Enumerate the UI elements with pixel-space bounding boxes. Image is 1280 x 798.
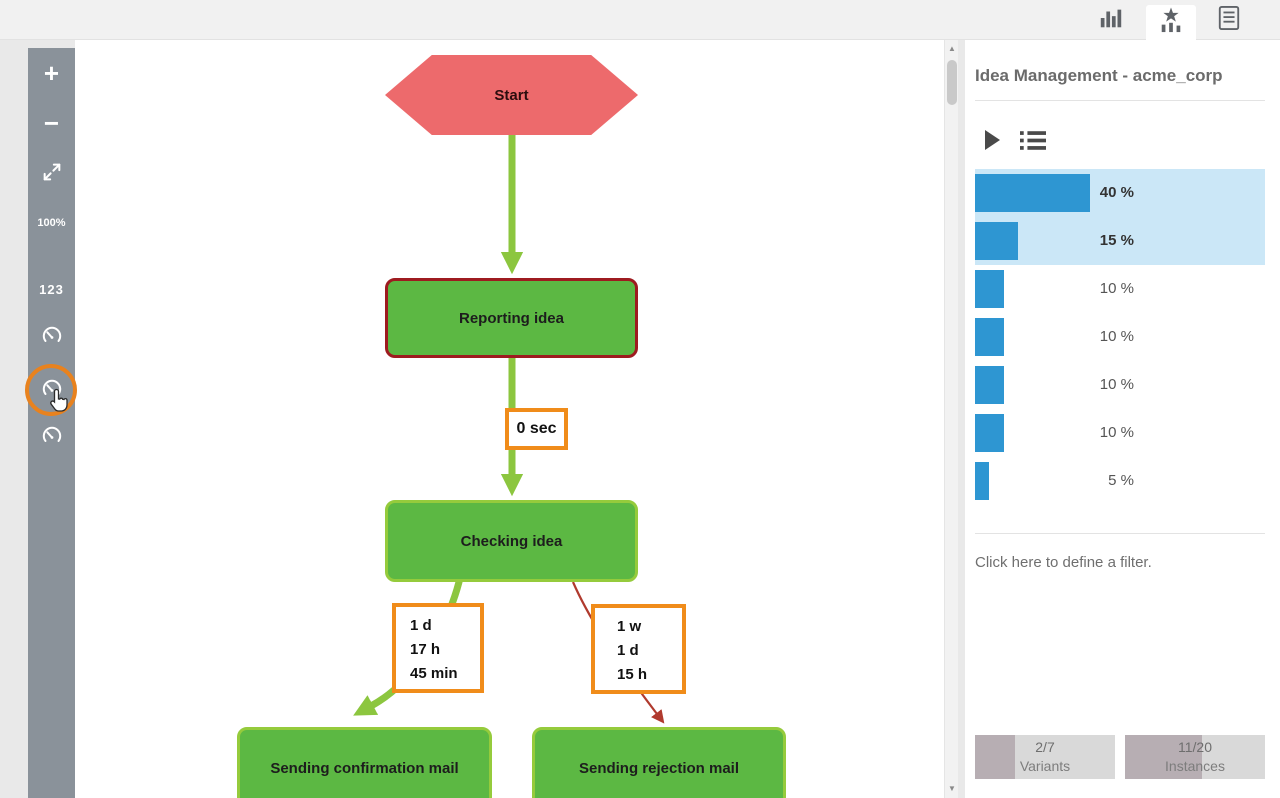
frequency-mode-button[interactable]: 123 — [28, 274, 75, 304]
variant-row[interactable]: 10 % — [975, 409, 1265, 457]
duration-text: 0 sec — [516, 420, 557, 437]
node-label: Checking idea — [460, 532, 563, 550]
top-bar — [0, 0, 1280, 40]
duration-text: 45 min — [410, 665, 458, 682]
variant-list-button[interactable] — [1020, 130, 1046, 154]
document-icon — [1217, 5, 1241, 36]
analysis-title: Idea Management - acme_corp — [975, 66, 1223, 85]
variant-bar[interactable] — [975, 318, 1004, 356]
variant-bar[interactable] — [975, 366, 1004, 404]
play-button[interactable] — [982, 128, 1002, 155]
chart-star-icon — [1158, 7, 1184, 38]
node-checking-idea[interactable]: Checking idea — [385, 500, 638, 582]
divider — [975, 533, 1265, 534]
divider — [975, 100, 1265, 101]
bar-chart-icon — [1098, 5, 1124, 36]
tab-process-explorer[interactable] — [1146, 5, 1196, 40]
variants-label: Variants — [1019, 758, 1071, 774]
duration-text: 17 h — [410, 641, 441, 658]
define-filter-link[interactable]: Click here to define a filter. — [975, 554, 1152, 571]
duration-text: 15 h — [617, 666, 648, 683]
variant-percentage: 10 % — [1099, 280, 1134, 297]
instances-counter-text: 11/20 Instances — [1125, 735, 1265, 779]
variant-row[interactable]: 40 % — [975, 169, 1265, 217]
variant-percentage: 15 % — [1099, 232, 1134, 249]
scroll-up-arrow[interactable]: ▲ — [948, 44, 956, 53]
gauge-icon — [40, 424, 64, 451]
variant-list: 40 % 15 % 10 % 10 % 10 % 10 % 5 % — [975, 169, 1265, 505]
variant-percentage: 5 % — [1108, 472, 1134, 489]
variants-progress-fill — [975, 735, 1016, 779]
edge-duration-label-reporting-checking[interactable]: 0 sec — [505, 408, 568, 450]
performance-gauge-button-1[interactable] — [28, 322, 75, 352]
variants-value: 2/7 — [1035, 739, 1055, 756]
variant-bar[interactable] — [975, 462, 990, 500]
variant-percentage: 10 % — [1099, 424, 1134, 441]
diagram-canvas[interactable]: Start Reporting idea 0 sec Checking idea… — [75, 40, 958, 798]
variant-row[interactable]: 5 % — [975, 457, 1265, 505]
node-start[interactable]: Start — [385, 55, 638, 135]
instances-label: Instances — [1165, 758, 1225, 774]
tab-report[interactable] — [1204, 0, 1254, 40]
edge-duration-label-checking-confirmation[interactable]: 1 d 17 h 45 min — [392, 603, 484, 693]
node-label: Start — [494, 86, 529, 104]
gauge-icon — [40, 324, 64, 351]
zoom-level-button[interactable]: 100% — [28, 208, 75, 238]
instances-progress-fill — [1125, 735, 1202, 779]
play-icon — [982, 130, 1002, 155]
duration-text: 1 d — [410, 617, 432, 634]
variant-row[interactable]: 10 % — [975, 313, 1265, 361]
tab-statistics[interactable] — [1086, 0, 1136, 40]
scroll-down-arrow[interactable]: ▼ — [948, 784, 956, 793]
variant-row[interactable]: 10 % — [975, 361, 1265, 409]
variant-bar[interactable] — [975, 414, 1004, 452]
node-sending-rejection-mail[interactable]: Sending rejection mail — [532, 727, 786, 798]
performance-gauge-button-2[interactable] — [28, 375, 75, 405]
variant-bar[interactable] — [975, 270, 1004, 308]
edge-duration-label-checking-rejection[interactable]: 1 w 1 d 15 h — [591, 604, 686, 694]
scrollbar-thumb[interactable] — [947, 60, 957, 105]
duration-text: 1 w — [617, 618, 642, 635]
variant-percentage: 10 % — [1099, 328, 1134, 345]
variant-bar[interactable] — [975, 222, 1019, 260]
zoom-out-button[interactable]: − — [28, 108, 75, 138]
diagram-toolbar: + − 100% 123 — [28, 48, 75, 798]
instances-value: 11/20 — [1178, 739, 1212, 756]
expand-icon — [41, 161, 63, 186]
node-label: Sending confirmation mail — [270, 759, 459, 777]
variant-bar[interactable] — [975, 174, 1090, 212]
variant-percentage: 40 % — [1099, 184, 1134, 201]
node-reporting-idea[interactable]: Reporting idea — [385, 278, 638, 358]
analysis-sidebar: Idea Management - acme_corp 40 % 15 % 10 %… — [965, 40, 1280, 798]
variants-counter-text: 2/7 Variants — [975, 735, 1115, 779]
instances-counter[interactable]: 11/20 Instances — [1125, 735, 1265, 779]
gauge-icon — [40, 377, 64, 404]
variant-row[interactable]: 10 % — [975, 265, 1265, 313]
zoom-in-button[interactable]: + — [28, 58, 75, 88]
node-label: Sending rejection mail — [578, 759, 740, 777]
canvas-scrollbar[interactable]: ▲ ▼ — [944, 40, 958, 798]
duration-text: 1 d — [617, 642, 639, 659]
variants-counter[interactable]: 2/7 Variants — [975, 735, 1115, 779]
fit-to-screen-button[interactable] — [28, 158, 75, 188]
node-label: Reporting idea — [458, 309, 564, 327]
performance-gauge-button-3[interactable] — [28, 422, 75, 452]
list-icon — [1020, 131, 1046, 154]
variant-percentage: 10 % — [1099, 376, 1134, 393]
node-sending-confirmation-mail[interactable]: Sending confirmation mail — [237, 727, 492, 798]
variant-row[interactable]: 15 % — [975, 217, 1265, 265]
